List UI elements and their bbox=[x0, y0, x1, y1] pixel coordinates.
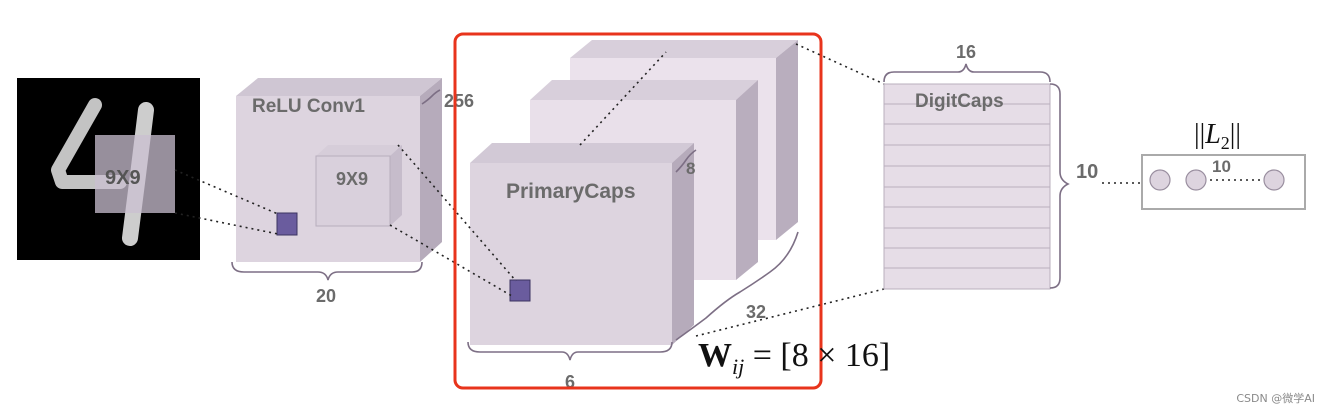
weight-matrix-symbol: W bbox=[698, 337, 732, 374]
digit-caps-block: DigitCaps 16 10 bbox=[883, 42, 1098, 290]
digit-caps-rows bbox=[884, 103, 1050, 269]
conv1-depth-brace bbox=[421, 89, 441, 105]
primary-caps-vector-dim-label: 8 bbox=[686, 159, 695, 178]
output-count-label: 10 bbox=[1212, 157, 1231, 176]
watermark: CSDN @微学AI bbox=[1236, 392, 1315, 405]
output-node bbox=[1149, 169, 1171, 191]
output-node bbox=[1263, 169, 1285, 191]
digit-caps-count-brace bbox=[1049, 83, 1070, 289]
digit-caps-title: DigitCaps bbox=[915, 91, 1004, 112]
digit-caps-count-label: 10 bbox=[1076, 161, 1098, 183]
norm-prefix: || bbox=[1194, 119, 1205, 150]
input-kernel-label: 9X9 bbox=[105, 167, 141, 189]
digit-caps-dim-label: 16 bbox=[956, 42, 976, 62]
primary-caps-capsule-cell bbox=[509, 279, 531, 302]
norm-suffix: || bbox=[1230, 119, 1241, 150]
input-kernel-window bbox=[95, 135, 175, 213]
norm-var: L bbox=[1204, 119, 1221, 150]
primary-caps-stack: PrimaryCaps 8 32 6 bbox=[467, 40, 799, 392]
primary-caps-title: PrimaryCaps bbox=[506, 180, 636, 203]
primary-caps-grid-brace bbox=[467, 341, 673, 361]
weight-matrix-formula: Wij = [8 × 16] bbox=[698, 337, 890, 379]
conv1-width-brace bbox=[231, 261, 423, 281]
conv1-width-label: 20 bbox=[316, 286, 336, 306]
input-to-conv1-lines bbox=[174, 169, 279, 235]
primary-to-digit-lines bbox=[695, 43, 885, 337]
output-norm-label: ||L2|| bbox=[1194, 119, 1241, 153]
primary-caps-vector-brace bbox=[675, 149, 697, 173]
weight-matrix-subscript: ij bbox=[732, 354, 744, 379]
conv1-depth-label: 256 bbox=[444, 91, 474, 111]
output-node bbox=[1185, 169, 1207, 191]
norm-sub: 2 bbox=[1221, 133, 1230, 153]
primary-caps-highlight-box bbox=[453, 32, 823, 390]
weight-matrix-shape: = [8 × 16] bbox=[744, 337, 890, 374]
digit-caps-dim-brace bbox=[883, 63, 1051, 83]
conv1-feature-cell bbox=[276, 212, 298, 236]
primary-caps-grid-label: 6 bbox=[565, 372, 575, 392]
conv1-block: ReLU Conv1 9X9 256 20 bbox=[231, 78, 474, 306]
conv1-kernel-label: 9X9 bbox=[336, 169, 368, 189]
primary-caps-channel-brace bbox=[675, 231, 799, 341]
input-image: 9X9 bbox=[17, 78, 200, 260]
conv1-title: ReLU Conv1 bbox=[252, 96, 365, 117]
output-block: 10 ||L2|| bbox=[1141, 119, 1306, 210]
primary-caps-channels-label: 32 bbox=[746, 302, 766, 322]
conv1-to-primary-lines bbox=[389, 51, 667, 297]
